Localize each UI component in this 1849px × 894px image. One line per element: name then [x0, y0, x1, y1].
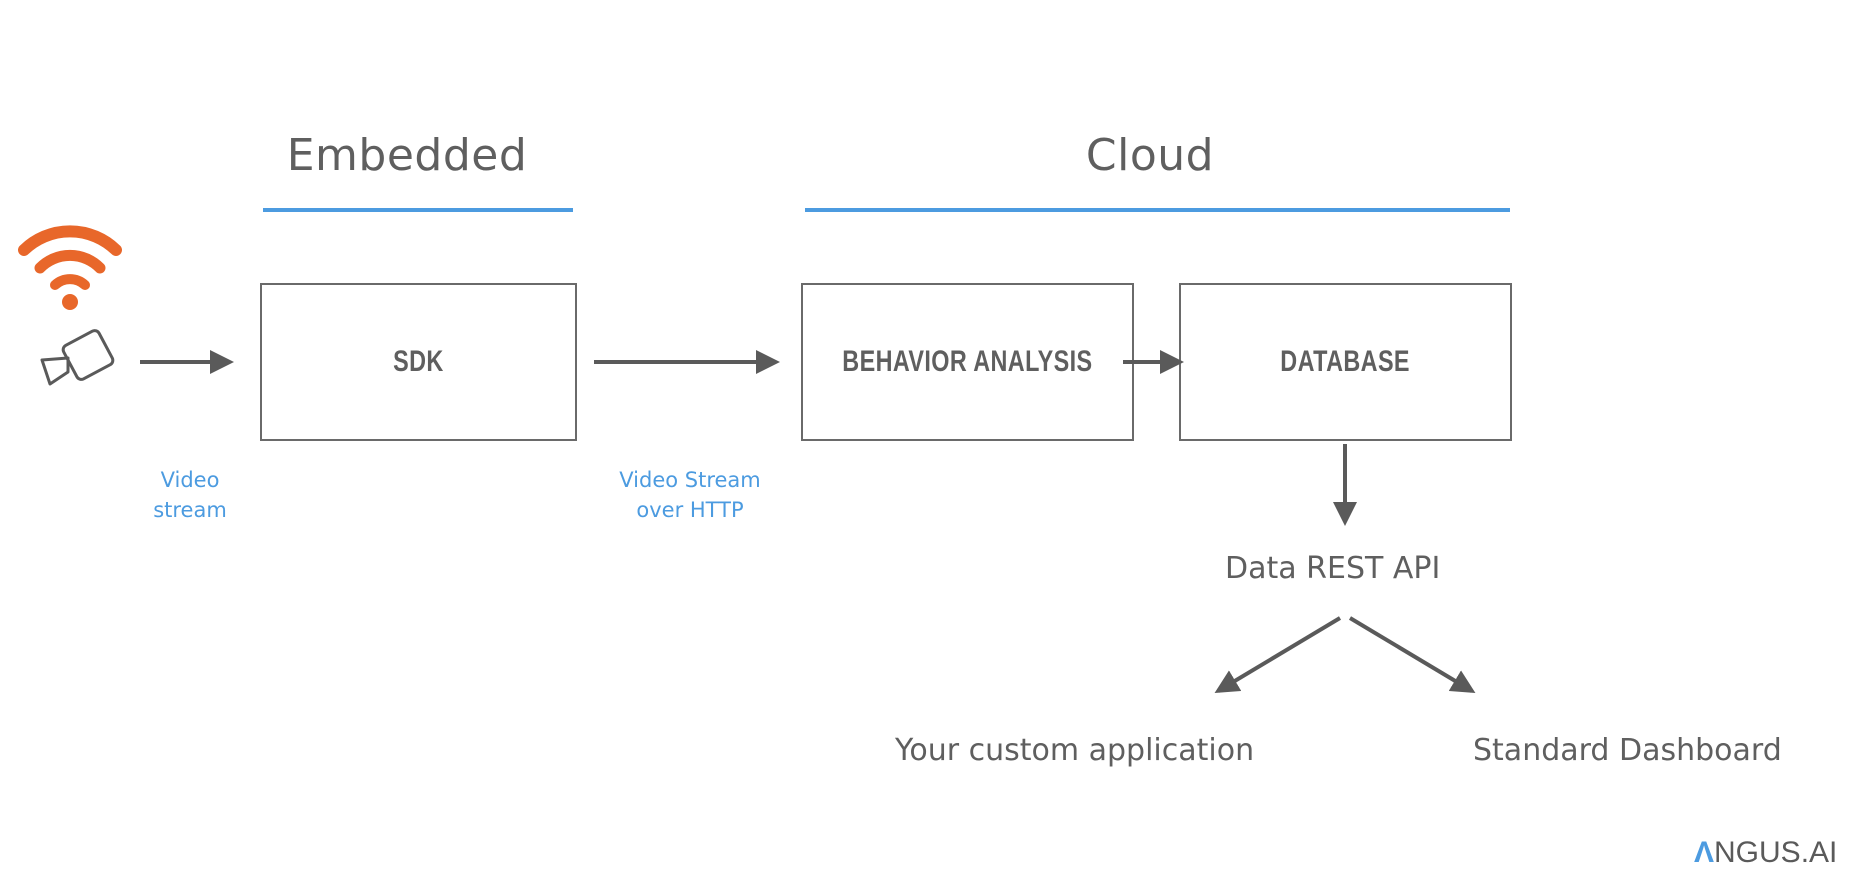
wifi-icon [18, 225, 122, 310]
video-stream-line1: Video [160, 468, 220, 492]
sdk-label: SDK [393, 345, 444, 378]
custom-application-label: Your custom application [895, 733, 1255, 768]
cloud-rule [805, 208, 1510, 212]
http-stream-line1: Video Stream [619, 468, 761, 492]
angus-logo-mark: Λ [1694, 836, 1715, 869]
behavior-analysis-label: BEHAVIOR ANALYSIS [842, 345, 1093, 378]
api-to-dashboard-arrow [1348, 616, 1476, 694]
video-stream-label: Video stream [130, 465, 250, 525]
embedded-rule [263, 208, 573, 212]
http-stream-label: Video Stream over HTTP [600, 465, 780, 525]
database-label: DATABASE [1280, 345, 1411, 378]
sdk-box: SDK [260, 283, 577, 441]
embedded-title: Embedded [286, 130, 528, 181]
camera-icon [40, 329, 115, 386]
http-stream-line2: over HTTP [636, 498, 744, 522]
angus-logo-text: NGUS.AI [1714, 836, 1838, 869]
standard-dashboard-label: Standard Dashboard [1473, 733, 1782, 768]
api-to-custom-app-arrow [1214, 616, 1342, 694]
cloud-title: Cloud [1085, 130, 1215, 181]
data-rest-api-label: Data REST API [1225, 551, 1441, 586]
angus-ai-logo: ΛNGUS.AI [1694, 836, 1837, 870]
database-box: DATABASE [1179, 283, 1512, 441]
video-stream-line2: stream [153, 498, 227, 522]
